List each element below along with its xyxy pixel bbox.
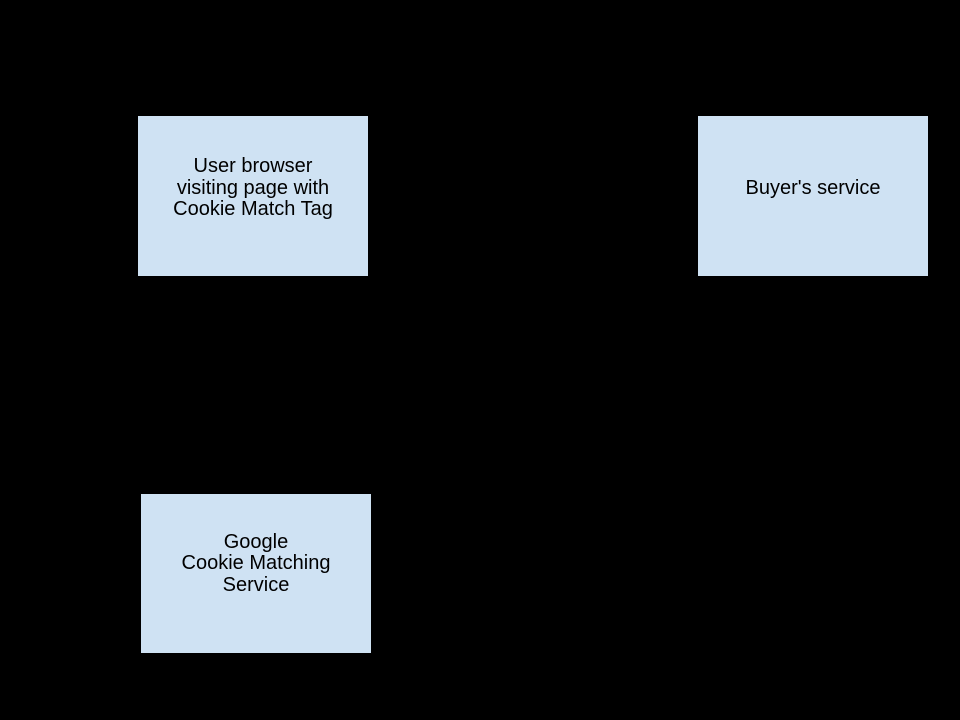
node-user-browser-label-line-1: User browser xyxy=(193,155,313,178)
node-google-cookie-matching-service: Google Cookie Matching Service xyxy=(140,493,372,654)
node-buyers-service-label: Buyer's service xyxy=(745,176,881,199)
node-google-cms-label-line-1: Google xyxy=(223,530,289,553)
node-google-cms-label-line-2: Cookie Matching xyxy=(181,552,331,575)
node-user-browser-label-line-3: Cookie Match Tag xyxy=(173,198,333,221)
node-user-browser-label-line-2: visiting page with xyxy=(176,176,330,199)
node-google-cms-label-line-3: Service xyxy=(222,573,290,596)
node-buyers-service: Buyer's service xyxy=(697,115,929,277)
node-user-browser: User browser visiting page with Cookie M… xyxy=(137,115,369,277)
